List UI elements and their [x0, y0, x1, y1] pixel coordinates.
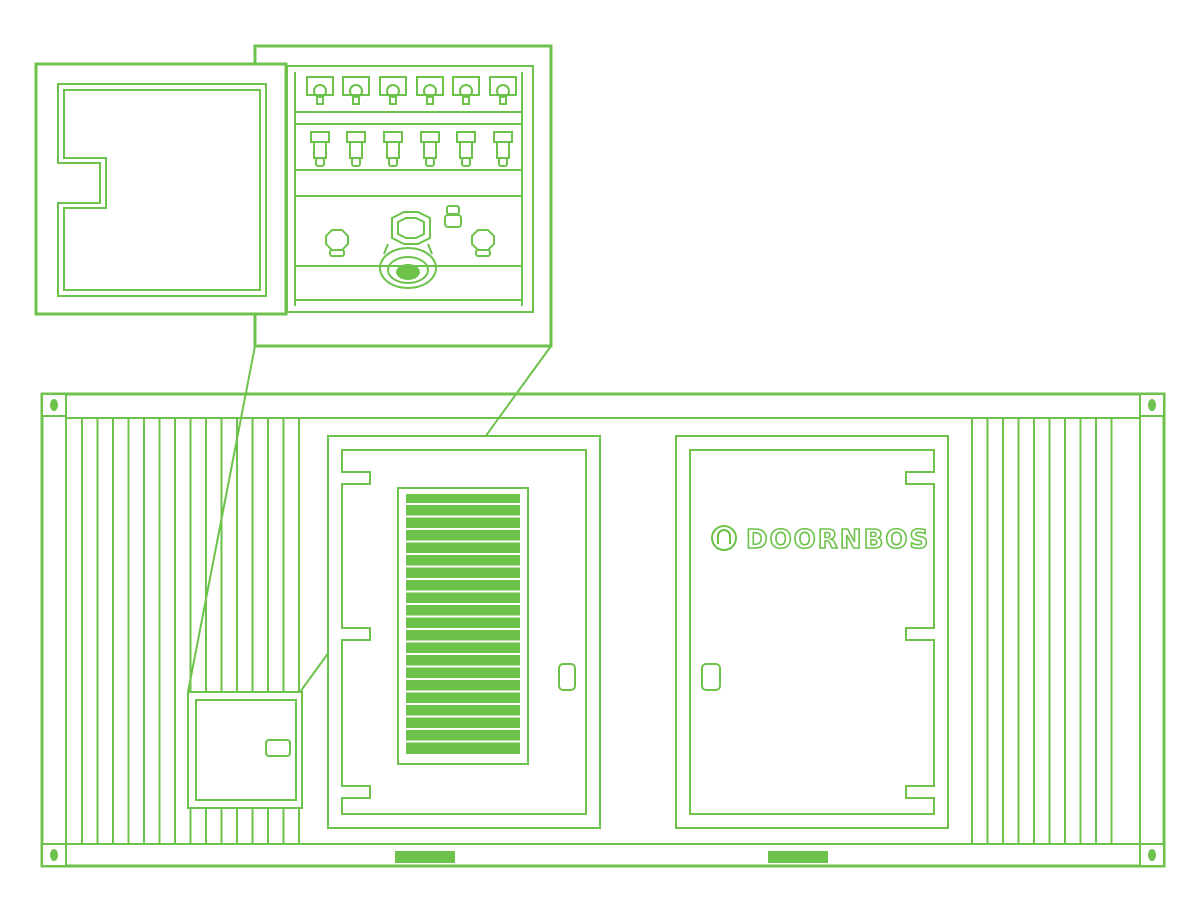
connector-icon — [310, 131, 330, 167]
socket-icon — [489, 76, 517, 105]
connector-icon — [383, 131, 403, 167]
branded-door-inner — [689, 449, 935, 815]
connector-icon — [456, 131, 476, 167]
corner-casting — [41, 393, 67, 417]
panel-box — [187, 691, 303, 809]
right-gland-icon — [471, 229, 495, 257]
forklift-pocket-right — [768, 851, 828, 863]
socket-icon — [342, 76, 370, 105]
door-inner-outline-2 — [63, 89, 261, 291]
louvre-door-handle — [558, 663, 576, 691]
door-inner-outline — [57, 83, 267, 297]
control-panel-callout — [34, 44, 553, 348]
socket-icon — [379, 76, 407, 105]
corner-casting — [41, 843, 67, 867]
corner-casting — [1139, 843, 1165, 867]
corner-casting — [1139, 393, 1165, 417]
socket-icon — [416, 76, 444, 105]
open-door — [34, 62, 288, 316]
connector-row — [310, 131, 513, 167]
brand-name: DOORNBOS — [746, 525, 930, 555]
connector-icon — [346, 131, 366, 167]
connector-icon — [493, 131, 513, 167]
louvre-door — [327, 435, 601, 829]
corner-castings — [41, 393, 1165, 867]
forklift-pocket-left — [395, 851, 455, 863]
panel-box-handle — [265, 739, 291, 757]
socket-icon — [306, 76, 334, 105]
branded-door: DOORNBOS — [675, 435, 949, 829]
connector-icon — [420, 131, 440, 167]
louvre-frame — [397, 487, 529, 765]
louvre-slats — [406, 503, 520, 743]
corrugation-right — [971, 418, 1113, 844]
louvre-door-inner — [341, 449, 587, 815]
container-outline — [40, 392, 1166, 868]
socket-icon — [452, 76, 480, 105]
branded-door-handle — [701, 663, 721, 691]
louvre-grille — [406, 494, 520, 754]
shipping-container: DOORNBOS — [40, 392, 1166, 868]
doornbos-logo-icon — [711, 525, 737, 551]
small-plug-icon — [444, 205, 462, 228]
socket-row — [306, 76, 517, 105]
left-gland-icon — [325, 229, 349, 257]
main-outlet-icon — [379, 211, 437, 289]
